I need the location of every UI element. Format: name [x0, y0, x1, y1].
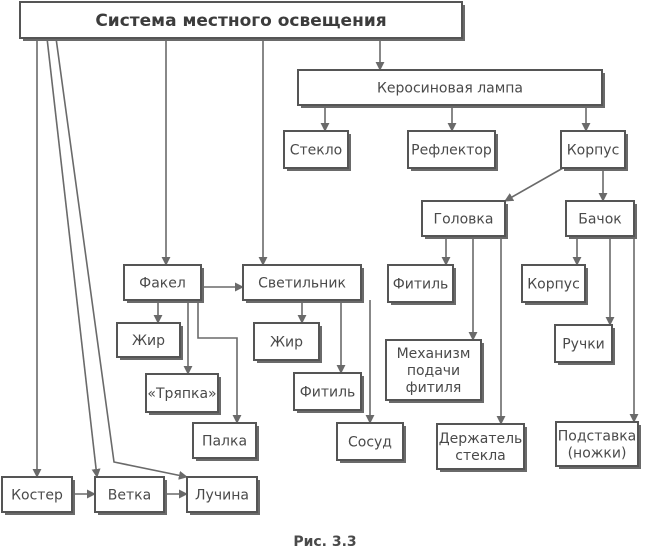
node-tank: Бачок: [565, 200, 637, 239]
node-label: Факел: [139, 276, 186, 292]
edge-root-to-splinter: [55, 37, 188, 480]
node-label: Палка: [202, 434, 247, 450]
node-label: Жир: [132, 333, 165, 349]
node-box: [554, 324, 613, 363]
node-box: [555, 421, 639, 467]
node-label: Корпус: [567, 143, 620, 159]
node-tank-body: Корпус: [521, 264, 588, 305]
node-label: Держатель: [439, 431, 523, 447]
node-label: Система местного освещения: [95, 11, 386, 31]
figure-caption: Рис. 3.3: [293, 534, 356, 550]
node-box: [560, 130, 626, 169]
node-label: Головка: [434, 212, 494, 228]
edges-layer: [32, 37, 639, 499]
node-stand: Подставка(ножки): [555, 421, 641, 469]
node-label: Подставка: [558, 429, 637, 445]
node-oil-lamp: Светильник: [242, 264, 364, 303]
node-label: Ручки: [562, 337, 605, 353]
node-box: [336, 422, 404, 461]
node-label: подачи: [407, 363, 460, 379]
node-label: Жир: [270, 335, 303, 351]
node-label: (ножки): [568, 446, 627, 462]
node-box: [387, 264, 454, 303]
node-label: Бачок: [578, 212, 621, 228]
node-label: Стекло: [290, 143, 343, 159]
node-glass: Стекло: [283, 130, 351, 171]
node-box: [293, 372, 362, 411]
node-head-wick: Фитиль: [387, 264, 456, 305]
node-box: [436, 423, 525, 470]
node-box: [123, 264, 202, 301]
node-lamp-wick: Фитиль: [293, 372, 364, 413]
node-label: Сосуд: [348, 435, 392, 451]
node-torch: Факел: [123, 264, 204, 303]
node-reflector: Рефлектор: [407, 130, 498, 171]
node-label: Ветка: [108, 488, 151, 504]
node-branch: Ветка: [94, 476, 167, 515]
node-label: Корпус: [527, 277, 580, 293]
edge-root-to-branch: [46, 37, 101, 478]
node-box: [186, 476, 258, 513]
node-handles: Ручки: [554, 324, 615, 365]
node-label: Светильник: [258, 276, 346, 292]
node-body: Корпус: [560, 130, 628, 171]
node-box: [192, 422, 257, 459]
node-label: Костер: [11, 488, 63, 504]
node-box: [94, 476, 165, 513]
node-root: Система местного освещения: [19, 1, 465, 41]
edge-body-to-head: [504, 167, 564, 202]
node-label: Фитиль: [393, 277, 449, 293]
node-box: [1, 476, 73, 513]
node-vessel: Сосуд: [336, 422, 406, 463]
node-splinter: Лучина: [186, 476, 260, 515]
node-kerosene: Керосиновая лампа: [297, 69, 605, 108]
node-label: «Тряпка»: [147, 386, 216, 402]
node-box: [421, 200, 506, 237]
node-label: Рефлектор: [411, 143, 492, 159]
node-head: Головка: [421, 200, 508, 239]
node-rag: «Тряпка»: [145, 373, 221, 415]
node-box: [521, 264, 586, 303]
edge-torch-to-stick: [197, 300, 242, 424]
node-label: стекла: [455, 448, 505, 464]
node-label: Механизм: [397, 346, 471, 362]
node-torch-fat: Жир: [116, 322, 183, 360]
node-box: [565, 200, 635, 237]
node-bonfire: Костер: [1, 476, 75, 515]
node-box: [297, 69, 603, 106]
node-label: Лучина: [195, 488, 249, 504]
node-box: [283, 130, 349, 169]
node-box: [19, 1, 463, 39]
node-box: [253, 322, 320, 361]
node-label: Фитиль: [300, 385, 356, 401]
node-label: фитиля: [406, 380, 462, 396]
node-stick: Палка: [192, 422, 259, 461]
node-box: [242, 264, 362, 301]
node-lamp-fat: Жир: [253, 322, 322, 363]
node-box: [145, 373, 219, 413]
node-box: [385, 339, 482, 401]
node-label: Керосиновая лампа: [377, 81, 523, 97]
node-box: [407, 130, 496, 169]
node-box: [116, 322, 181, 358]
